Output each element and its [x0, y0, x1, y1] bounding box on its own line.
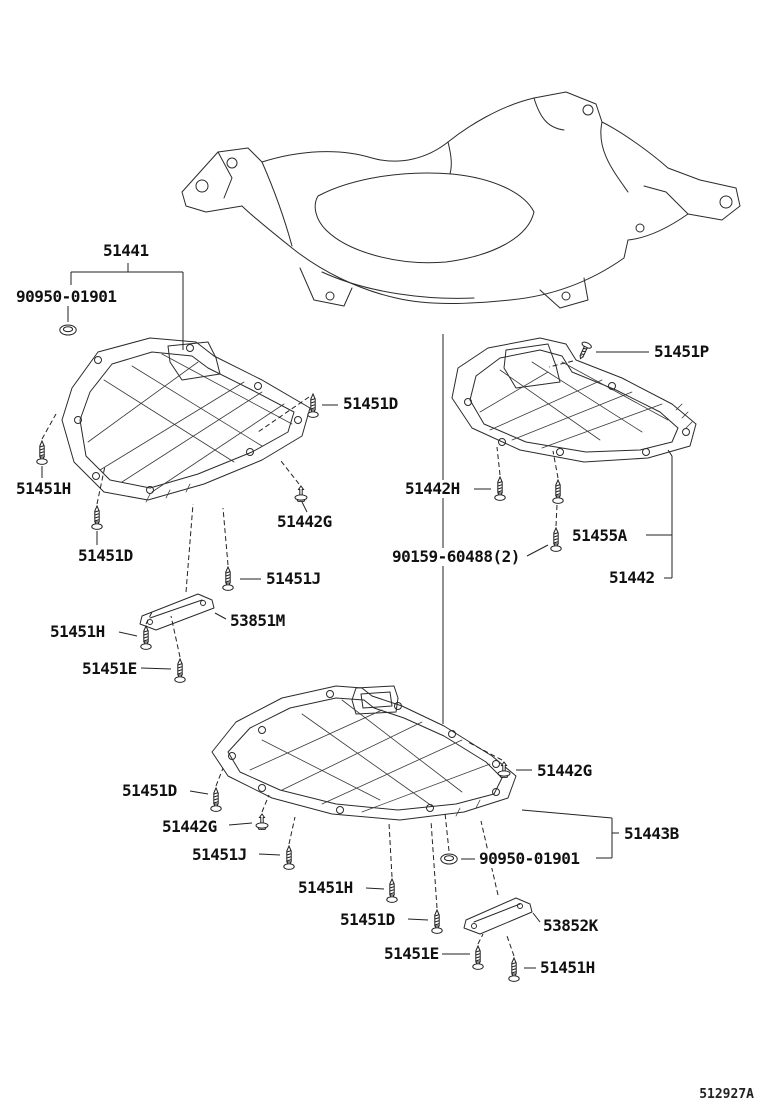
part-label-51451h-d: 51451H	[538, 958, 597, 977]
grommet-plug-icon	[440, 853, 458, 865]
screw-icon	[307, 393, 319, 418]
part-label-51441: 51441	[101, 241, 151, 260]
part-label-90950-01901-a: 90950-01901	[14, 287, 119, 306]
screw-icon	[550, 527, 562, 552]
part-label-51442: 51442	[607, 568, 657, 587]
part-label-53851m: 53851M	[228, 611, 287, 630]
part-label-51442g-a: 51442G	[275, 512, 334, 531]
diagram-code: 512927A	[699, 1087, 754, 1102]
bracket-53852k	[463, 897, 533, 935]
screw-icon	[472, 945, 484, 970]
part-label-51451h-b: 51451H	[48, 622, 107, 641]
part-label-51442h: 51442H	[403, 479, 462, 498]
engine-under-cover-right-51442	[451, 337, 697, 463]
screw-icon	[36, 440, 48, 465]
part-label-51451d-b: 51451D	[76, 546, 135, 565]
leader-lines-dashed	[41, 360, 574, 957]
part-label-51451j-b: 51451J	[190, 845, 249, 864]
screw-icon	[283, 845, 295, 870]
part-label-53852k: 53852K	[541, 916, 600, 935]
part-label-51451e-b: 51451E	[382, 944, 441, 963]
part-label-51451h-c: 51451H	[296, 878, 355, 897]
part-label-51451p: 51451P	[652, 342, 711, 361]
part-label-51443b: 51443B	[622, 824, 681, 843]
engine-under-cover-left-51441	[61, 337, 311, 503]
screw-icon	[431, 909, 443, 934]
push-clip-icon	[294, 485, 308, 502]
part-label-51455a: 51455A	[570, 526, 629, 545]
part-label-51451e-a: 51451E	[80, 659, 139, 678]
screw-icon	[386, 878, 398, 903]
screw-icon	[494, 476, 506, 501]
grommet-plug-icon	[59, 324, 77, 336]
part-label-90950-01901-b: 90950-01901	[477, 849, 582, 868]
part-label-51442g-b: 51442G	[535, 761, 594, 780]
part-label-51442g-c: 51442G	[160, 817, 219, 836]
part-label-51451d-d: 51451D	[338, 910, 397, 929]
bolt-icon	[575, 340, 593, 362]
engine-under-cover-rear-51443b	[211, 685, 517, 821]
screw-icon	[552, 479, 564, 504]
part-label-51451d-c: 51451D	[120, 781, 179, 800]
part-label-51451j-a: 51451J	[264, 569, 323, 588]
screw-icon	[222, 566, 234, 591]
screw-icon	[508, 957, 520, 982]
part-label-51451d-a: 51451D	[341, 394, 400, 413]
part-label-90159-60488: 90159-60488(2)	[390, 547, 522, 566]
leader-lines	[41, 263, 673, 969]
screw-icon	[174, 658, 186, 683]
part-label-51451h-a: 51451H	[14, 479, 73, 498]
screw-icon	[140, 625, 152, 650]
push-clip-icon	[255, 813, 269, 830]
screw-icon	[91, 505, 103, 530]
crossmember-subframe	[181, 91, 741, 309]
screw-icon	[210, 787, 222, 812]
bracket-53851m	[139, 593, 215, 631]
